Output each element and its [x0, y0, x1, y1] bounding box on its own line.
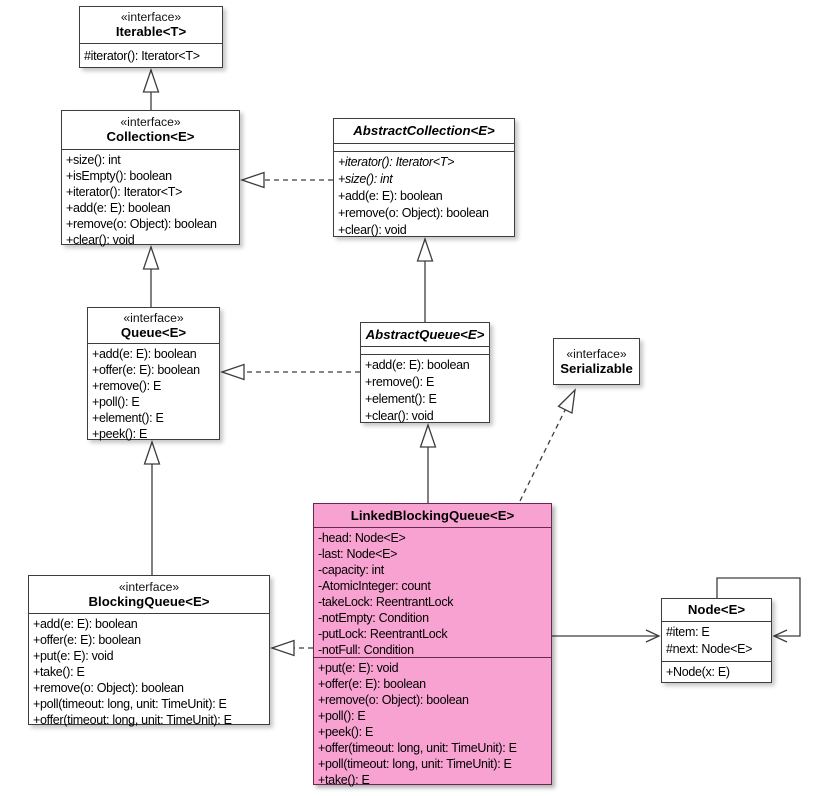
member-line: -last: Node<E> — [318, 547, 398, 561]
member-line: +offer(e: E): boolean — [92, 363, 200, 377]
class-header: LinkedBlockingQueue<E> — [314, 504, 551, 528]
member-line: +poll(): E — [318, 709, 366, 723]
class-node: Node<E> #item: E #next: Node<E> +Node(x: … — [661, 598, 772, 683]
member-line: +remove(o: Object): boolean — [66, 217, 217, 231]
member-line: -notEmpty: Condition — [318, 611, 429, 625]
methods-compartment: +iterator(): Iterator<T> +size(): int +add… — [334, 152, 514, 241]
member-line: +add(e: E): boolean — [338, 189, 443, 203]
methods-compartment: +add(e: E): boolean +remove(): E +element(… — [361, 355, 489, 427]
member-line: #iterator(): Iterator<T> — [84, 49, 200, 63]
class-name: Queue<E> — [120, 324, 187, 340]
member-line: +poll(timeout: long, unit: TimeUnit): E — [318, 757, 512, 771]
member-line: +add(e: E): boolean — [92, 347, 197, 361]
member-line: +offer(e: E): boolean — [318, 677, 426, 691]
member-line: +poll(): E — [92, 395, 140, 409]
member-line: +remove(o: Object): boolean — [33, 681, 184, 695]
member-line: +offer(timeout: long, unit: TimeUnit): E — [33, 713, 232, 727]
member-line: +peek(): E — [318, 725, 374, 739]
attributes-compartment — [361, 347, 489, 355]
methods-compartment: +add(e: E): boolean +offer(e: E): boolean… — [29, 614, 269, 730]
methods-compartment: +put(e: E): void +offer(e: E): boolean +re… — [314, 658, 551, 790]
member-line: +offer(timeout: long, unit: TimeUnit): E — [318, 741, 517, 755]
stereotype-label: «interface» — [120, 115, 181, 129]
member-line: +Node(x: E) — [666, 665, 730, 679]
member-line: +remove(o: Object): boolean — [318, 693, 469, 707]
class-header: AbstractCollection<E> — [334, 119, 514, 144]
methods-compartment: +Node(x: E) — [662, 662, 771, 683]
member-line: -notFull: Condition — [318, 643, 414, 657]
class-name: LinkedBlockingQueue<E> — [350, 507, 515, 523]
class-collection: «interface» Collection<E> +size(): int +i… — [61, 110, 240, 247]
stereotype-label: «interface» — [123, 310, 184, 325]
member-line: +offer(e: E): boolean — [33, 633, 141, 647]
class-header: «interface» BlockingQueue<E> — [29, 576, 269, 614]
member-line: -capacity: int — [318, 563, 384, 577]
stereotype-label: «interface» — [120, 10, 182, 24]
class-name: BlockingQueue<E> — [88, 593, 210, 609]
member-line: +clear(): void — [338, 223, 407, 237]
class-header: «interface» Queue<E> — [88, 308, 219, 344]
edge-realization-linkedblockingqueue-to-serializable — [519, 388, 576, 502]
class-header: «interface» Serializable — [554, 339, 639, 384]
member-line: +peek(): E — [92, 427, 148, 441]
member-line: +add(e: E): boolean — [66, 201, 171, 215]
methods-compartment: +add(e: E): boolean +offer(e: E): boolean… — [88, 344, 219, 444]
member-line: +iterator(): Iterator<T> — [66, 185, 183, 199]
attributes-compartment: #item: E #next: Node<E> — [662, 622, 771, 662]
class-name: Collection<E> — [106, 129, 195, 144]
member-line: -AtomicInteger: count — [318, 579, 431, 593]
class-abstract-collection: AbstractCollection<E> +iterator(): Itera… — [333, 118, 515, 237]
member-line: +remove(): E — [365, 375, 434, 389]
class-iterable: «interface» Iterable<T> #iterator(): Ite… — [79, 6, 223, 68]
member-line: +put(e: E): void — [318, 661, 399, 675]
class-header: «interface» Collection<E> — [62, 111, 239, 150]
class-queue: «interface» Queue<E> +add(e: E): boolean… — [87, 307, 220, 441]
member-line: +take(): E — [318, 773, 370, 787]
class-linked-blocking-queue: LinkedBlockingQueue<E> -head: Node<E> -la… — [313, 503, 552, 787]
member-line: +clear(): void — [365, 409, 434, 423]
class-name: AbstractQueue<E> — [365, 326, 485, 342]
stereotype-label: «interface» — [118, 579, 180, 594]
member-line: +remove(o: Object): boolean — [338, 206, 489, 220]
class-header: Node<E> — [662, 599, 771, 622]
member-line: +add(e: E): boolean — [365, 358, 470, 372]
class-header: «interface» Iterable<T> — [80, 7, 222, 44]
class-name: Node<E> — [687, 602, 746, 617]
member-line: +isEmpty(): boolean — [66, 169, 172, 183]
class-header: AbstractQueue<E> — [361, 323, 489, 347]
member-line: +add(e: E): boolean — [33, 617, 138, 631]
attributes-compartment — [334, 144, 514, 152]
class-name: AbstractCollection<E> — [353, 123, 495, 138]
member-line: +element(): E — [92, 411, 164, 425]
member-line: -takeLock: ReentrantLock — [318, 595, 454, 609]
member-line: #item: E — [666, 625, 710, 639]
member-line: +iterator(): Iterator<T> — [338, 155, 455, 169]
class-name: Serializable — [560, 360, 633, 376]
member-line: -head: Node<E> — [318, 531, 406, 545]
class-name: Iterable<T> — [115, 24, 187, 39]
member-line: +poll(timeout: long, unit: TimeUnit): E — [33, 697, 227, 711]
member-line: -putLock: ReentrantLock — [318, 627, 448, 641]
methods-compartment: +size(): int +isEmpty(): boolean +iterator… — [62, 150, 239, 250]
member-line: +element(): E — [365, 392, 437, 406]
class-blocking-queue: «interface» BlockingQueue<E> +add(e: E):… — [28, 575, 270, 727]
attributes-compartment: -head: Node<E> -last: Node<E> -capacity: i… — [314, 528, 551, 658]
stereotype-label: «interface» — [566, 346, 627, 361]
class-abstract-queue: AbstractQueue<E> +add(e: E): boolean +rem… — [360, 322, 490, 423]
member-line: +size(): int — [338, 172, 393, 186]
member-line: +clear(): void — [66, 233, 135, 247]
member-line: +size(): int — [66, 153, 121, 167]
member-line: #next: Node<E> — [666, 642, 753, 656]
member-line: +put(e: E): void — [33, 649, 114, 663]
class-serializable: «interface» Serializable — [553, 338, 640, 385]
member-line: +take(): E — [33, 665, 85, 679]
methods-compartment: #iterator(): Iterator<T> — [80, 44, 222, 67]
member-line: +remove(): E — [92, 379, 161, 393]
